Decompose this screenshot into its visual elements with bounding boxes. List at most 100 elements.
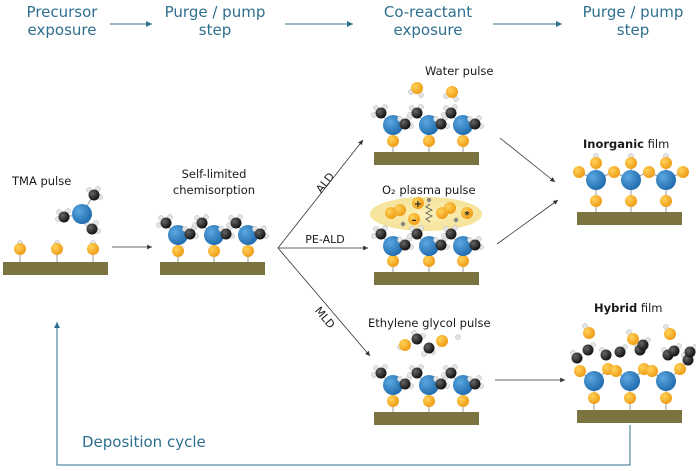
oxygen-atom (411, 82, 423, 94)
carbon-atom (399, 239, 411, 251)
oxygen-atom (51, 243, 63, 255)
peald-plasma-scene: + – * (371, 197, 484, 285)
plasma-pulse-label: O₂ plasma pulse (382, 183, 476, 197)
oxygen-atom (624, 392, 636, 404)
oxygen-atom (660, 157, 672, 169)
deposition-cycle-label: Deposition cycle (82, 433, 206, 451)
ald-water-scene (371, 82, 484, 165)
oxygen-atom (423, 395, 435, 407)
step-3-line2: exposure (394, 21, 463, 39)
hydrogen-atom (455, 334, 461, 340)
substrate (577, 212, 682, 225)
hybrid-film-label: Hybrid film (594, 301, 663, 315)
chemisorption-label-line2: chemisorption (173, 183, 255, 197)
hybrid-bold: Hybrid (594, 301, 637, 315)
step-4-line1: Purge / pump (583, 3, 684, 21)
carbon-atom (411, 107, 423, 119)
carbon-atom (375, 228, 387, 240)
uv-photon-wave (425, 203, 433, 223)
oxygen-atom (14, 243, 26, 255)
oxygen-atom (87, 243, 99, 255)
water-pulse-label: Water pulse (425, 64, 494, 78)
oxygen-atom (444, 202, 456, 214)
carbon-atom (582, 344, 594, 356)
chemisorption-scene (156, 214, 269, 275)
electron (453, 217, 459, 223)
oxygen-atom (457, 255, 469, 267)
inorganic-film-scene (573, 153, 689, 225)
carbon-atom (614, 346, 626, 358)
carbon-atom (600, 349, 612, 361)
hydrogen-atom (421, 351, 427, 357)
carbon-atom (86, 223, 98, 235)
substrate (374, 152, 479, 165)
route-ald-label: ALD (313, 170, 337, 195)
step-1-line2: exposure (28, 21, 97, 39)
carbon-atom (399, 118, 411, 130)
step-3-line1: Co-reactant (384, 3, 472, 21)
carbon-atom (411, 333, 423, 345)
oxygen-ion-positive (412, 197, 424, 209)
oxygen-atom (677, 166, 689, 178)
oxygen-atom (590, 157, 602, 169)
inorganic-rest: film (644, 137, 669, 151)
substrate (374, 272, 479, 285)
step-4-line2: step (617, 21, 649, 39)
oxygen-atom (387, 255, 399, 267)
carbon-atom (469, 118, 481, 130)
route-peald-label: PE-ALD (305, 233, 344, 246)
carbon-atom (411, 367, 423, 379)
plus-symbol: + (414, 199, 422, 210)
molecular-illustrations: + – * (3, 82, 696, 425)
oxygen-atom (399, 339, 411, 351)
step-header: Precursor exposure Purge / pump step Co-… (27, 3, 684, 39)
aluminum-atom (620, 371, 640, 391)
carbon-atom (571, 352, 583, 364)
carbon-atom (469, 239, 481, 251)
substrate (3, 262, 108, 275)
oxygen-atom (588, 392, 600, 404)
oxygen-atom (625, 195, 637, 207)
oxygen-atom (610, 365, 622, 377)
carbon-atom (160, 217, 172, 229)
carbon-atom (220, 228, 232, 240)
oxygen-atom (660, 392, 672, 404)
oxygen-atom (590, 195, 602, 207)
oxygen-atom (664, 328, 676, 340)
chemisorption-label-line1: Self-limited (182, 167, 247, 181)
carbon-atom (423, 342, 435, 354)
substrate (577, 410, 682, 423)
oxygen-atom (457, 135, 469, 147)
mld-ethylene-glycol-scene (371, 330, 484, 425)
oxygen-atom (660, 195, 672, 207)
oxygen-atom (625, 157, 637, 169)
oxygen-atom (446, 86, 458, 98)
ethylene-glycol-pulse-label: Ethylene glycol pulse (368, 316, 491, 330)
carbon-atom (88, 189, 100, 201)
inorganic-film-label: Inorganic film (583, 137, 669, 151)
substrate (160, 262, 265, 275)
carbon-atom (684, 346, 696, 358)
arrow-ald-to-inorganic (499, 137, 556, 183)
carbon-atom (196, 217, 208, 229)
oxygen-ion-negative (408, 213, 420, 225)
aluminum-atom (72, 204, 92, 224)
radical-symbol: * (464, 210, 470, 221)
electron (426, 197, 432, 203)
aluminum-atom (584, 371, 604, 391)
hybrid-rest: film (637, 301, 662, 315)
carbon-atom (435, 239, 447, 251)
step-2-line1: Purge / pump (165, 3, 266, 21)
minus-symbol: – (412, 215, 417, 226)
arrow-ald-route (277, 139, 364, 249)
arrow-peald-to-inorganic (496, 199, 559, 245)
tma-pulse-scene (3, 186, 108, 275)
carbon-atom (445, 367, 457, 379)
carbon-atom (58, 211, 70, 223)
aluminum-atom (656, 371, 676, 391)
oxygen-atom (423, 255, 435, 267)
step-1-line1: Precursor (27, 3, 99, 21)
aluminum-atom (621, 170, 641, 190)
oxygen-atom (436, 335, 448, 347)
step-2-line2: step (199, 21, 231, 39)
